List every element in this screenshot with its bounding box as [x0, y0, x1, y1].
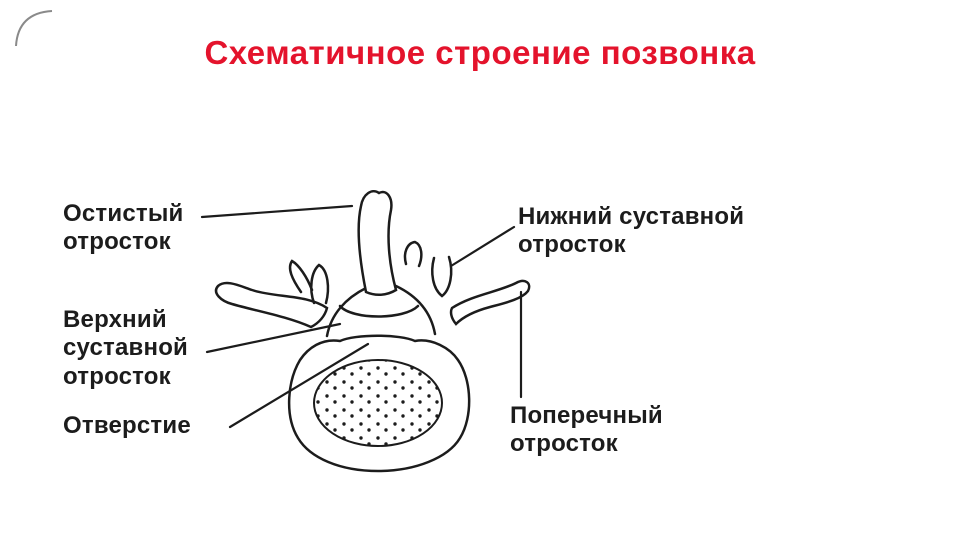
foramen-arch-line — [338, 304, 420, 318]
transverse-process-right-shape — [449, 279, 531, 326]
label-inferior-articular-process: Нижний суставной отросток — [518, 203, 745, 259]
label-superior-articular-process: Верхний суставной отросток — [63, 306, 189, 390]
page-title: Схематичное строение позвонка — [204, 34, 756, 71]
leader-lines — [200, 204, 523, 429]
superior-articular-process-shape — [310, 263, 330, 305]
slide-corner-decoration — [15, 10, 53, 47]
label-spinous-process: Остистый отросток — [63, 200, 184, 256]
vertebral-body-stipple — [313, 359, 443, 447]
left-spike-detail — [288, 259, 314, 294]
right-upper-knob-detail — [403, 240, 423, 268]
transverse-process-left-shape — [214, 281, 329, 329]
label-transverse-process: Поперечный отросток — [510, 402, 663, 458]
leader-superior-articular — [205, 322, 342, 354]
spinous-process-shape — [357, 189, 398, 296]
inferior-articular-process-shape — [431, 255, 453, 298]
leader-spinous — [200, 204, 354, 219]
vertebra-drawing — [214, 189, 531, 473]
leader-foramen — [228, 342, 370, 429]
label-foramen: Отверстие — [63, 412, 191, 439]
lamina-right-line — [394, 284, 437, 336]
leader-inferior-articular — [449, 225, 516, 268]
